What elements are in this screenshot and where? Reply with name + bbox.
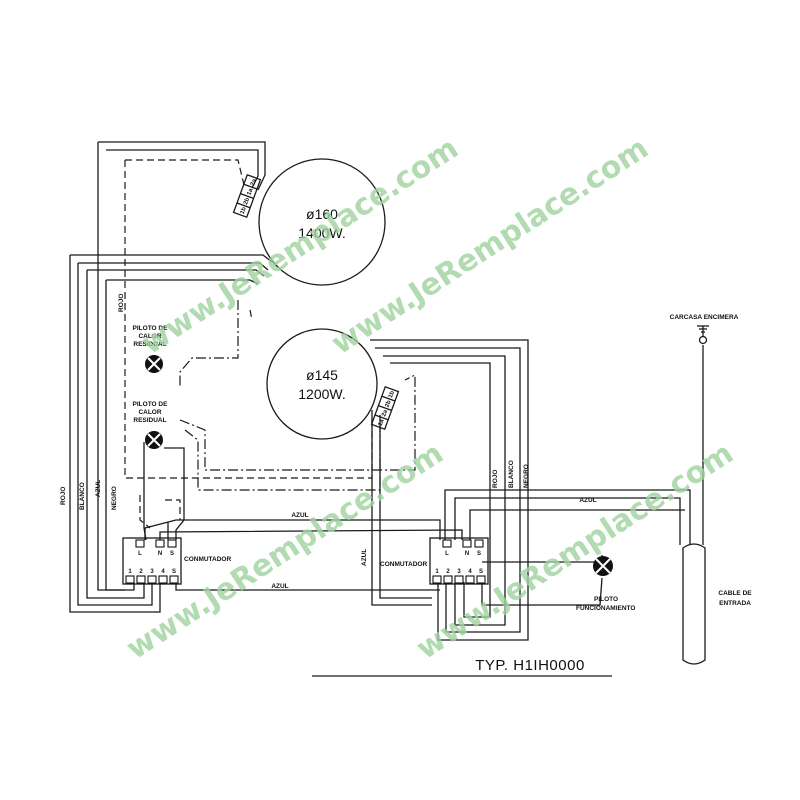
wire-label-rojo-left: ROJO (60, 487, 67, 505)
operation-pilot: PILOTO FUNCIONAMIENTO (576, 556, 635, 612)
terminal-bottom-3: 2b (385, 399, 393, 408)
cable-label-line1: CABLE DE (718, 590, 752, 597)
switch-right-pin-3: 3 (457, 569, 461, 575)
residual-pilot-bottom-line3: RESIDUAL (133, 417, 166, 424)
switch-left-pin-n: N (158, 551, 162, 557)
residual-pilot-bottom-line1: PILOTO DE (133, 401, 169, 408)
terminal-top-1: 1b (240, 206, 248, 215)
casing-label: CARCASA ENCIMERA (670, 314, 739, 321)
terminal-block-top: 1b 2b 1a 2a (232, 173, 262, 219)
residual-pilot-top-line2: CALOR (138, 333, 161, 340)
switch-right-pin-2: 2 (446, 569, 450, 575)
burner-145-diameter: ø145 (306, 367, 338, 383)
ground-icon (697, 325, 709, 345)
wire-label-blanco-left: BLANCO (79, 482, 86, 510)
burner-160-diameter: ø160 (306, 206, 338, 222)
watermark-2: www.JeRemplace.com (325, 131, 654, 362)
type-label: TYP. H1IH0000 (312, 657, 612, 677)
switch-left-pin-2: 2 (139, 569, 143, 575)
switch-right-pin-1: 1 (435, 569, 439, 575)
watermark-4: www.JeRemplace.com (410, 436, 739, 667)
wire-label-azul-mid: AZUL (361, 549, 368, 566)
switch-right-pin-s2: S (479, 569, 483, 575)
input-cable: CABLE DE ENTRADA (682, 543, 752, 665)
switch-right-pin-4: 4 (468, 569, 472, 575)
switch-left: L N S 1 2 3 4 S CONMUTADOR (122, 537, 231, 585)
wire-labels: ROJO BLANCO AZUL NEGRO ROJO ROJO BLANCO … (60, 294, 597, 590)
watermarks: www.JeRemplace.com www.JeRemplace.com ww… (120, 131, 739, 667)
terminal-bottom-1: 1a (378, 418, 386, 427)
terminal-top-4: 2a (250, 178, 258, 187)
terminal-top-2: 2b (243, 197, 251, 206)
wire-label-negro-left: NEGRO (111, 486, 118, 510)
switch-left-pin-l: L (138, 551, 142, 557)
wire-label-azul-right: AZUL (579, 497, 596, 504)
azul-bus (144, 519, 463, 540)
terminal-block-bottom: 1a 2a 2b 1b (370, 385, 400, 431)
operation-pilot-line1: PILOTO (594, 596, 618, 603)
switch-left-label: CONMUTADOR (184, 556, 231, 563)
switch-right: L N S 1 2 3 4 S CONMUTADOR (380, 537, 489, 585)
wire-label-blanco-right: BLANCO (508, 460, 515, 488)
residual-pilot-top-line1: PILOTO DE (133, 325, 169, 332)
dashed-wires (124, 159, 416, 529)
lamp-icon (145, 431, 163, 449)
lamp-icon (145, 355, 163, 373)
switch-left-pin-s2: S (172, 569, 176, 575)
terminal-bottom-2: 2a (381, 409, 389, 418)
terminal-bottom-4: 1b (388, 390, 396, 399)
switch-left-pin-1: 1 (128, 569, 132, 575)
switch-right-pin-n: N (465, 551, 469, 557)
terminal-top-3: 1a (247, 187, 255, 196)
residual-pilot-bottom-line2: CALOR (138, 409, 161, 416)
cable-label-line2: ENTRADA (719, 600, 751, 607)
operation-pilot-line2: FUNCIONAMIENTO (576, 605, 635, 612)
watermark-1: www.JeRemplace.com (135, 131, 464, 362)
residual-pilot-top: PILOTO DE CALOR RESIDUAL (133, 325, 169, 373)
switch-left-pin-s: S (170, 551, 174, 557)
wire-label-azul-left: AZUL (95, 480, 102, 497)
wire-label-azul-bus: AZUL (291, 512, 308, 519)
wire-label-rojo-right: ROJO (492, 470, 499, 488)
residual-pilot-bottom: PILOTO DE CALOR RESIDUAL (133, 401, 169, 449)
burner-145: ø145 1200W. (266, 328, 378, 440)
switch-right-pin-s: S (477, 551, 481, 557)
burner-160-power: 1400W. (298, 225, 345, 241)
residual-pilot-top-line3: RESIDUAL (133, 341, 166, 348)
type-label-text: TYP. H1IH0000 (475, 657, 585, 674)
switch-left-pin-4: 4 (161, 569, 165, 575)
switch-right-pin-l: L (445, 551, 449, 557)
burner-160: ø160 1400W. (258, 158, 386, 286)
wire-label-rojo-top: ROJO (118, 294, 125, 312)
wire-label-negro-right: NEGRO (523, 464, 530, 488)
wires-left (69, 141, 440, 613)
switch-right-label: CONMUTADOR (380, 561, 427, 568)
burner-145-power: 1200W. (298, 386, 345, 402)
lamp-icon (593, 556, 613, 576)
casing-earth: CARCASA ENCIMERA (670, 314, 739, 345)
wire-label-azul-bottom: AZUL (271, 583, 288, 590)
switch-left-pin-3: 3 (150, 569, 154, 575)
